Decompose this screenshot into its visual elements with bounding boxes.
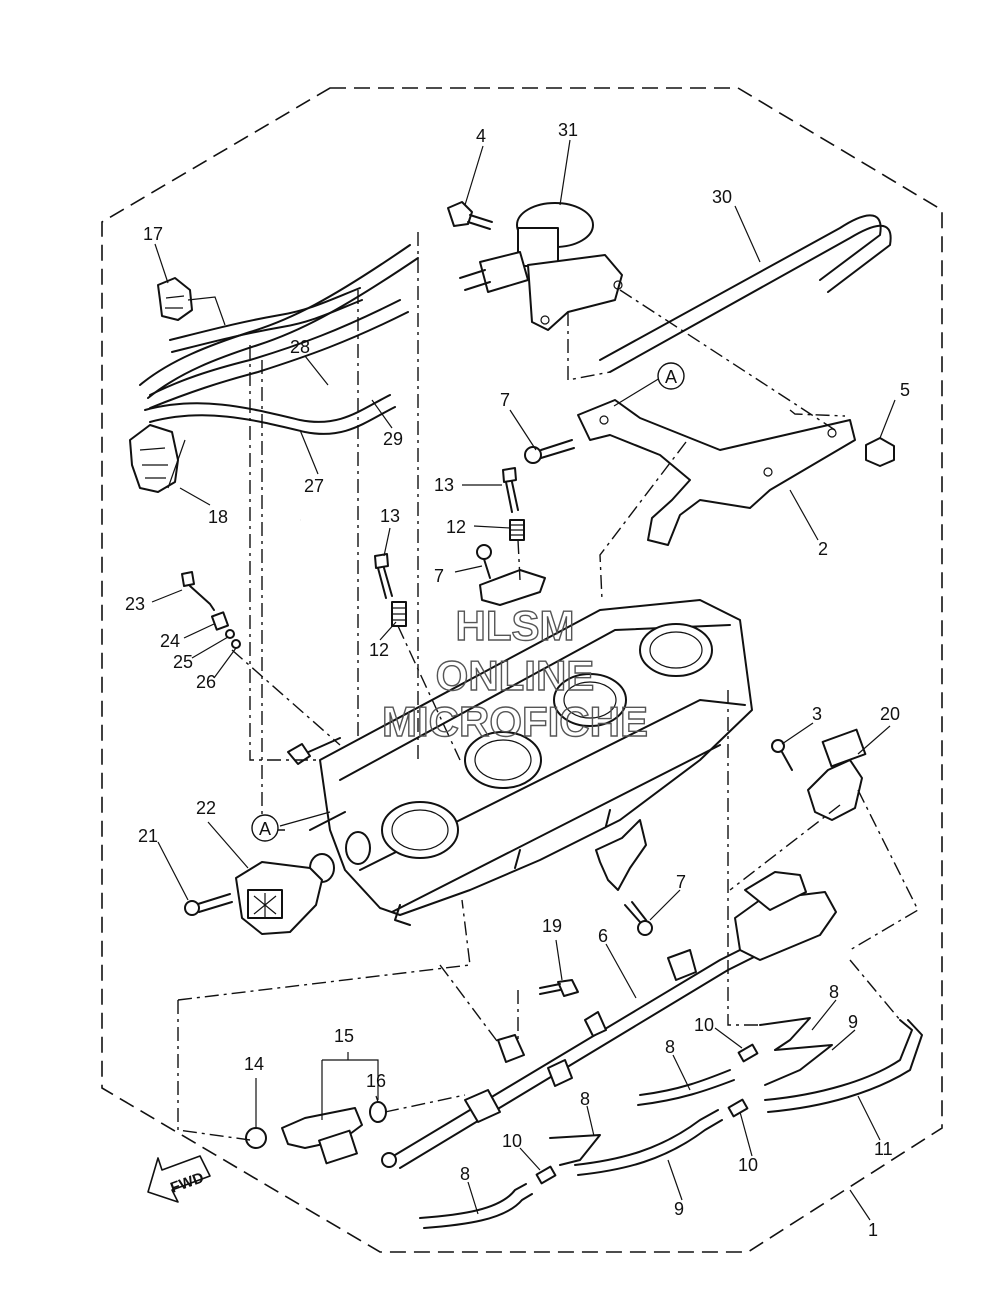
nut-5 bbox=[865, 437, 895, 467]
callout-28: 28 bbox=[290, 337, 310, 357]
callout-13-b: 13 bbox=[380, 506, 400, 526]
callout-25: 25 bbox=[173, 652, 193, 672]
screw-21 bbox=[184, 893, 233, 916]
hose-clip-17 bbox=[157, 277, 193, 321]
svg-text:A: A bbox=[259, 819, 271, 839]
callout-7-low: 7 bbox=[676, 872, 686, 892]
plate-7-middle bbox=[476, 544, 546, 606]
callout-17: 17 bbox=[143, 224, 163, 244]
bracket-2 bbox=[577, 399, 856, 546]
spring-12-a bbox=[509, 519, 525, 541]
callout-8-d: 8 bbox=[460, 1164, 470, 1184]
callout-22: 22 bbox=[196, 798, 216, 818]
hose-8-d bbox=[419, 1183, 527, 1219]
hose-9-a bbox=[764, 1044, 833, 1086]
throttle-position-sensor-22 bbox=[235, 861, 323, 935]
hose-8-a bbox=[759, 1017, 811, 1051]
pressure-regulator-31 bbox=[459, 202, 623, 331]
callout-labels: 4 31 30 17 28 29 27 18 5 7 2 13 12 7 13 … bbox=[125, 120, 910, 1240]
bracket-7-lower bbox=[595, 819, 653, 936]
forward-direction-arrow: FWD bbox=[147, 1155, 211, 1203]
callout-13-a: 13 bbox=[434, 475, 454, 495]
idle-screw-23 bbox=[181, 571, 215, 611]
reference-marker-upper: A bbox=[657, 362, 685, 390]
callout-12-a: 12 bbox=[446, 517, 466, 537]
clamp-10-b bbox=[727, 1098, 749, 1118]
callout-7-mid: 7 bbox=[434, 566, 444, 586]
bolt-19 bbox=[539, 979, 579, 997]
svg-text:ONLINE: ONLINE bbox=[436, 652, 595, 699]
hose-9-b bbox=[574, 1109, 719, 1166]
svg-text:A: A bbox=[665, 367, 677, 387]
callout-8-c: 8 bbox=[580, 1089, 590, 1109]
callout-24: 24 bbox=[160, 631, 180, 651]
hose-8-c bbox=[549, 1134, 601, 1166]
callout-12-b: 12 bbox=[369, 640, 389, 660]
spring-24 bbox=[210, 611, 230, 631]
callout-31: 31 bbox=[558, 120, 578, 140]
callout-26: 26 bbox=[196, 672, 216, 692]
fuel-rail-6 bbox=[381, 871, 837, 1169]
leader-lines bbox=[151, 139, 896, 1221]
screw-3 bbox=[771, 739, 793, 771]
hose-8-b bbox=[639, 1069, 731, 1096]
callout-18: 18 bbox=[208, 507, 228, 527]
spring-12-b bbox=[391, 601, 407, 627]
callout-9-a: 9 bbox=[848, 1012, 858, 1032]
callout-30: 30 bbox=[712, 187, 732, 207]
pipe-30 bbox=[599, 214, 882, 361]
callout-10-c: 10 bbox=[738, 1155, 758, 1175]
svg-text:HLSM: HLSM bbox=[456, 602, 575, 649]
callout-7-top: 7 bbox=[500, 390, 510, 410]
callout-10-b: 10 bbox=[502, 1131, 522, 1151]
screw-13-a bbox=[502, 467, 519, 513]
callout-2: 2 bbox=[818, 539, 828, 559]
callout-8-b: 8 bbox=[665, 1037, 675, 1057]
callout-16: 16 bbox=[366, 1071, 386, 1091]
hose-holder-18 bbox=[129, 424, 179, 493]
callout-21: 21 bbox=[138, 826, 158, 846]
callout-9-b: 9 bbox=[674, 1199, 684, 1219]
callout-14: 14 bbox=[244, 1054, 264, 1074]
callout-6: 6 bbox=[598, 926, 608, 946]
washer-14 bbox=[245, 1127, 267, 1149]
injector-15 bbox=[281, 1107, 363, 1165]
oring-16 bbox=[369, 1101, 387, 1123]
screw-7-upper bbox=[524, 439, 575, 464]
callout-19: 19 bbox=[542, 916, 562, 936]
callout-27: 27 bbox=[304, 476, 324, 496]
callout-4: 4 bbox=[476, 126, 486, 146]
callout-11: 11 bbox=[874, 1139, 893, 1159]
assembly-boundary bbox=[101, 87, 943, 1253]
callout-10-a: 10 bbox=[694, 1015, 714, 1035]
callout-8-a: 8 bbox=[829, 982, 839, 1002]
callout-29: 29 bbox=[383, 429, 403, 449]
callout-1: 1 bbox=[868, 1220, 878, 1240]
oring-26 bbox=[231, 639, 241, 649]
sensor-20 bbox=[807, 728, 867, 821]
clamp-10-a bbox=[737, 1043, 759, 1063]
callout-20: 20 bbox=[880, 704, 900, 724]
assembly-lines bbox=[177, 232, 919, 1141]
callout-23: 23 bbox=[125, 594, 145, 614]
svg-text:MICROFICHE: MICROFICHE bbox=[382, 698, 648, 745]
callout-3: 3 bbox=[812, 704, 822, 724]
watermark: HLSM ONLINE MICROFICHE bbox=[381, 601, 648, 745]
clamp-10-c bbox=[535, 1165, 557, 1185]
screw-13-b bbox=[374, 553, 393, 599]
reference-marker-lower: A bbox=[251, 814, 279, 842]
washer-25 bbox=[225, 629, 235, 639]
callout-15: 15 bbox=[334, 1026, 354, 1046]
bolt-4 bbox=[447, 201, 493, 230]
hose-11 bbox=[764, 1019, 913, 1101]
callout-5: 5 bbox=[900, 380, 910, 400]
